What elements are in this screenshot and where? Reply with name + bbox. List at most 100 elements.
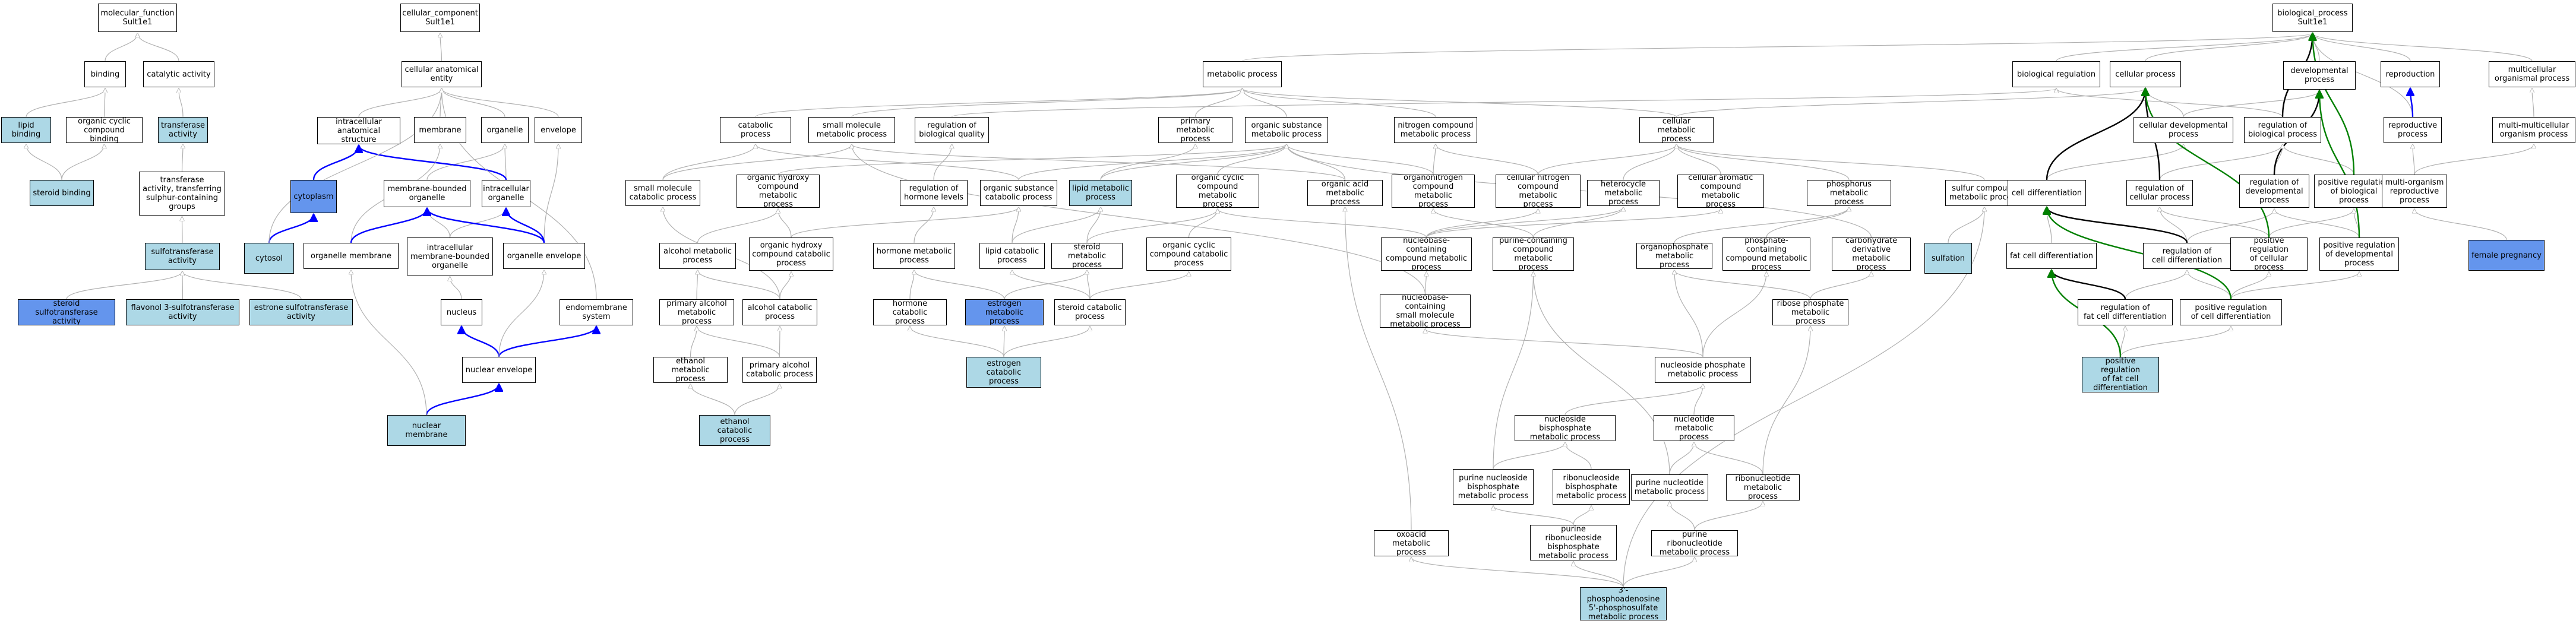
node-lipid-binding[interactable]: lipid binding [1,117,51,143]
node-small-molecule-metabolic-process[interactable]: small molecule metabolic process [808,117,895,143]
node-purine-nucleoside-bisphosphate-metabolic-process[interactable]: purine nucleoside bisphosphate metabolic… [1453,469,1534,505]
node-cellular-component[interactable]: cellular_component Sult1e1 [400,4,480,32]
node-cellular-nitrogen-compound-metabolic-process[interactable]: cellular nitrogen compound metabolic pro… [1496,175,1581,208]
node-estrone-sulfotransferase[interactable]: estrone sulfotransferase activity [249,299,353,325]
node-purine-ribonucleotide-metabolic-process[interactable]: purine ribonucleotide metabolic process [1651,530,1738,556]
node-cellular-anatomical-entity[interactable]: cellular anatomical entity [402,61,482,87]
node-ethanol-catabolic-process[interactable]: ethanol catabolic process [699,415,770,446]
node-organonitrogen-compound-metabolic-process[interactable]: organonitrogen compound metabolic proces… [1392,175,1475,208]
node-organic-hydroxy-compound-metabolic-process[interactable]: organic hydroxy compound metabolic proce… [737,175,820,208]
node-steroid-sulfotransferase[interactable]: steroid sulfotransferase activity [18,299,115,325]
node-purine-nucleotide-metabolic-process[interactable]: purine nucleotide metabolic process [1631,474,1708,501]
node-positive-regulation-of-fat-cell-differentiation[interactable]: positive regulation of fat cell differen… [2082,357,2159,392]
node-primary-alcohol-catabolic-process[interactable]: primary alcohol catabolic process [742,357,817,383]
node-organic-cyclic-compound-catabolic-process[interactable]: organic cyclic compound catabolic proces… [1146,237,1231,271]
node-membrane-bounded-organelle[interactable]: membrane-bounded organelle [384,180,470,207]
node-intracellular-membrane-bounded-organelle[interactable]: intracellular membrane-bounded organelle [407,237,493,275]
node-regulation-of-cell-differentiation[interactable]: regulation of cell differentiation [2143,243,2231,269]
node-steroid-metabolic-process[interactable]: steroid metabolic process [1051,243,1123,269]
node-alcohol-catabolic-process[interactable]: alcohol catabolic process [742,299,817,325]
node-phosphate-containing-compound-metabolic-process[interactable]: phosphate-containing compound metabolic … [1722,237,1810,271]
node-organic-substance-catabolic-process[interactable]: organic substance catabolic process [980,180,1057,206]
node-oxoacid-metabolic-process[interactable]: oxoacid metabolic process [1374,530,1449,556]
node-nucleobase-containing-compound-metabolic-process[interactable]: nucleobase-containing compound metabolic… [1381,237,1472,271]
node-organelle-envelope[interactable]: organelle envelope [503,243,585,269]
node-ribonucleoside-bisphosphate-metabolic-process[interactable]: ribonucleoside bisphosphate metabolic pr… [1553,469,1630,505]
node-organophosphate-metabolic-process[interactable]: organophosphate metabolic process [1636,243,1712,269]
node-catalytic-activity[interactable]: catalytic activity [143,61,214,87]
node-cell-differentiation[interactable]: cell differentiation [2008,180,2086,206]
node-cellular-process[interactable]: cellular process [2110,61,2181,87]
node-nucleus[interactable]: nucleus [441,299,482,325]
node-biological-process[interactable]: biological_process Sult1e1 [2272,4,2353,32]
node-paps-metabolic-process[interactable]: 3'-phosphoadenosine 5'-phosphosulfate me… [1580,587,1667,620]
node-reproductive-process[interactable]: reproductive process [2384,117,2442,143]
node-cellular-metabolic-process[interactable]: cellular metabolic process [1639,117,1714,143]
node-nucleoside-bisphosphate-metabolic-process[interactable]: nucleoside bisphosphate metabolic proces… [1515,415,1616,441]
node-regulation-of-hormone-levels[interactable]: regulation of hormone levels [900,180,968,206]
node-regulation-of-developmental-process[interactable]: regulation of developmental process [2239,175,2309,208]
node-envelope[interactable]: envelope [535,117,582,143]
node-hormone-metabolic-process[interactable]: hormone metabolic process [873,243,955,269]
node-steroid-binding[interactable]: steroid binding [30,180,94,206]
node-lipid-catabolic-process[interactable]: lipid catabolic process [979,243,1045,269]
node-nuclear-envelope[interactable]: nuclear envelope [462,357,536,383]
node-regulation-of-cellular-process[interactable]: regulation of cellular process [2126,180,2193,206]
node-cellular-aromatic-compound-metabolic-process[interactable]: cellular aromatic compound metabolic pro… [1677,175,1764,208]
node-positive-regulation-of-developmental-process[interactable]: positive regulation of developmental pro… [2319,237,2399,271]
node-regulation-of-biological-quality[interactable]: regulation of biological quality [915,117,989,143]
node-nuclear-membrane[interactable]: nuclear membrane [387,415,466,446]
node-cytosol[interactable]: cytosol [244,243,294,274]
node-female-pregnancy[interactable]: female pregnancy [2468,240,2545,271]
node-multi-organism-reproductive-process[interactable]: multi-organism reproductive process [2382,175,2447,208]
node-binding[interactable]: binding [84,61,126,87]
node-intracellular-organelle[interactable]: intracellular organelle [482,180,530,207]
node-positive-regulation-of-biological-process[interactable]: positive regulation of biological proces… [2314,175,2394,208]
node-transferase-sulfur[interactable]: transferase activity, transferring sulph… [139,172,225,216]
node-cytoplasm[interactable]: cytoplasm [290,180,337,213]
node-nucleobase-containing-small-molecule-metabolic-process[interactable]: nucleobase-containing small molecule met… [1380,294,1471,328]
node-primary-metabolic-process[interactable]: primary metabolic process [1158,117,1232,143]
node-flavonol-sulfotransferase[interactable]: flavonol 3-sulfotransferase activity [126,299,239,325]
node-small-molecule-catabolic-process[interactable]: small molecule catabolic process [625,180,700,206]
node-nucleoside-phosphate-metabolic-process[interactable]: nucleoside phosphate metabolic process [1655,357,1751,383]
node-hormone-catabolic-process[interactable]: hormone catabolic process [873,299,947,325]
node-sulfotransferase-activity[interactable]: sulfotransferase activity [145,243,220,270]
node-fat-cell-differentiation[interactable]: fat cell differentiation [2006,243,2097,269]
node-alcohol-metabolic-process[interactable]: alcohol metabolic process [659,243,736,269]
node-organelle-membrane[interactable]: organelle membrane [304,243,399,269]
node-organic-hydroxy-compound-catabolic-process[interactable]: organic hydroxy compound catabolic proce… [749,237,833,271]
node-regulation-of-biological-process[interactable]: regulation of biological process [2244,117,2321,143]
node-organelle[interactable]: organelle [481,117,529,143]
node-biological-regulation[interactable]: biological regulation [2012,61,2100,87]
node-steroid-catabolic-process[interactable]: steroid catabolic process [1054,299,1126,325]
node-phosphorus-metabolic-process[interactable]: phosphorus metabolic process [1807,180,1891,206]
node-cellular-developmental-process[interactable]: cellular developmental process [2134,117,2233,143]
node-positive-regulation-of-cell-differentiation[interactable]: positive regulation of cell differentiat… [2180,299,2282,325]
node-ribose-phosphate-metabolic-process[interactable]: ribose phosphate metabolic process [1772,299,1848,325]
node-purine-ribonucleoside-bisphosphate-metabolic-process[interactable]: purine ribonucleoside bisphosphate metab… [1530,525,1617,560]
node-ethanol-metabolic-process[interactable]: ethanol metabolic process [653,357,728,383]
node-regulation-of-fat-cell-differentiation[interactable]: regulation of fat cell differentiation [2078,299,2173,325]
node-molecular-function[interactable]: molecular_function Sult1e1 [98,4,177,32]
node-catabolic-process[interactable]: catabolic process [720,117,791,143]
node-intracellular-anatomical-structure[interactable]: intracellular anatomical structure [317,117,400,144]
node-sulfation[interactable]: sulfation [1924,243,1972,274]
node-positive-regulation-of-cellular-process[interactable]: positive regulation of cellular process [2230,237,2308,271]
node-metabolic-process[interactable]: metabolic process [1203,61,1282,87]
node-organic-cyclic-compound-metabolic-process[interactable]: organic cyclic compound metabolic proces… [1176,175,1259,208]
node-transferase-activity[interactable]: transferase activity [158,117,208,143]
node-membrane[interactable]: membrane [414,117,466,143]
node-estrogen-catabolic-process[interactable]: estrogen catabolic process [966,357,1041,388]
node-heterocycle-metabolic-process[interactable]: heterocycle metabolic process [1587,180,1660,206]
node-nitrogen-compound-metabolic-process[interactable]: nitrogen compound metabolic process [1394,117,1477,143]
node-reproduction[interactable]: reproduction [2381,61,2440,87]
node-multicellular-organismal-process[interactable]: multicellular organismal process [2489,61,2575,87]
node-carbohydrate-derivative-metabolic-process[interactable]: carbohydrate derivative metabolic proces… [1832,237,1911,271]
node-multi-multicellular-organism-process[interactable]: multi-multicellular organism process [2492,117,2575,143]
node-estrogen-metabolic-process[interactable]: estrogen metabolic process [965,299,1044,325]
node-lipid-metabolic-process[interactable]: lipid metabolic process [1069,180,1132,206]
node-organic-acid-metabolic-process[interactable]: organic acid metabolic process [1307,180,1383,206]
node-purine-containing-compound-metabolic-process[interactable]: purine-containing compound metabolic pro… [1493,237,1574,271]
node-endomembrane-system[interactable]: endomembrane system [560,299,633,325]
